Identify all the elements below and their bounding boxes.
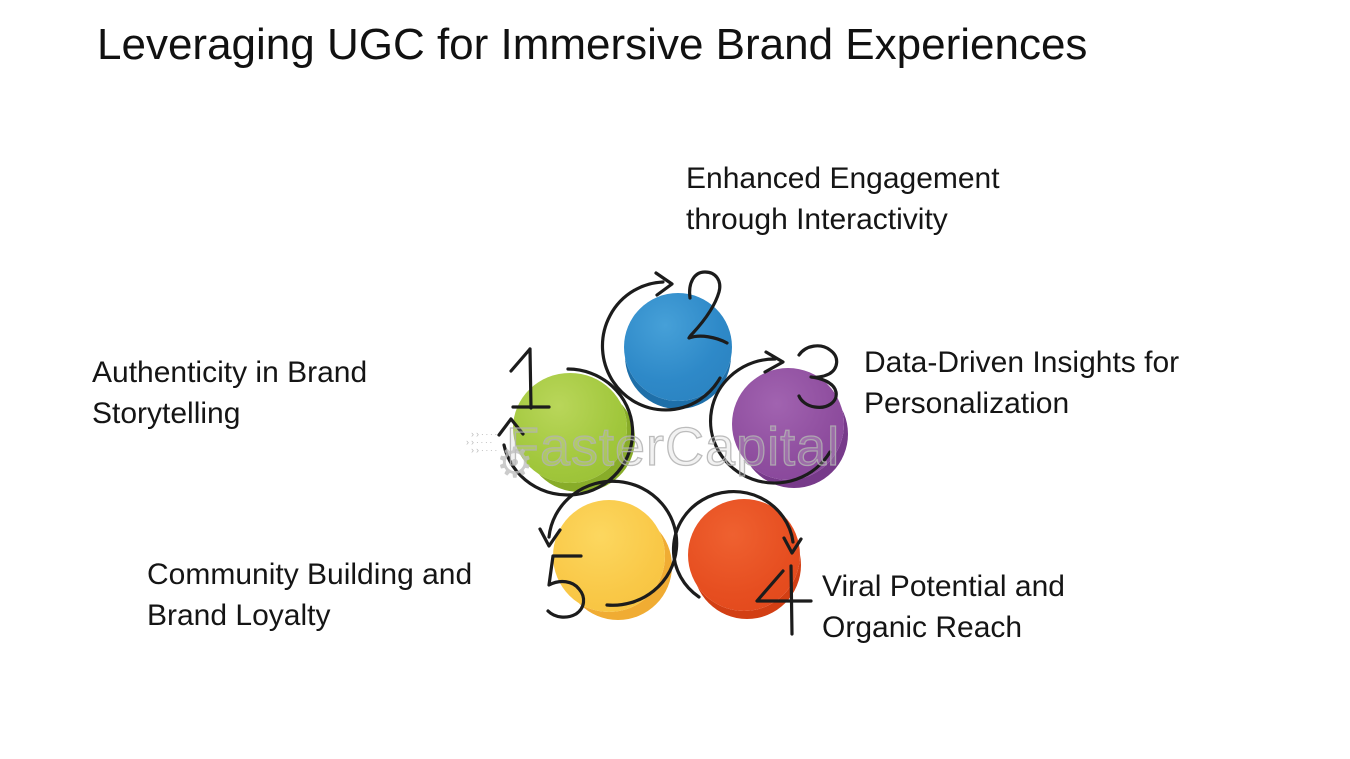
page-title: Leveraging UGC for Immersive Brand Exper… [97, 20, 1088, 69]
step-label-line: Community Building and [147, 558, 473, 591]
step-3-numeral-path [797, 344, 839, 409]
step-1-sketch [497, 347, 635, 497]
step-3-arrowhead [763, 350, 785, 374]
step-label-authenticity: Authenticity in Brand Storytelling [92, 352, 367, 434]
step-4-numeral-path [755, 564, 813, 636]
step-label-line: Data-Driven Insights for [864, 346, 1180, 379]
step-4-arrow-arc [671, 490, 795, 599]
step-2-arrow-arc [600, 280, 722, 412]
step-circle-viral [688, 499, 800, 611]
step-label-line: Authenticity in Brand [92, 356, 368, 389]
step-label-insights: Data-Driven Insights for Personalization [864, 342, 1179, 424]
step-label-viral: Viral Potential and Organic Reach [822, 566, 1065, 648]
step-5-numeral-path [546, 554, 586, 619]
step-1-arrow-arc [502, 367, 635, 497]
step-label-engagement: Enhanced Engagement through Interactivit… [686, 158, 1000, 240]
step-4-sketch [671, 490, 813, 636]
step-label-community: Community Building and Brand Loyalty [147, 554, 472, 636]
step-3-sketch [709, 344, 839, 485]
step-5-arrowhead [538, 527, 562, 548]
step-label-line: Organic Reach [822, 611, 1023, 644]
step-3-arrow-arc [709, 357, 832, 485]
step-circle-engagement [624, 293, 732, 401]
step-label-line: Personalization [864, 387, 1070, 420]
step-4-arrowhead [782, 536, 803, 555]
step-2-numeral-path [687, 270, 729, 345]
step-5-sketch [538, 479, 679, 619]
step-label-line: Viral Potential and [822, 570, 1065, 603]
step-2-sketch [600, 270, 729, 412]
step-label-line: Brand Loyalty [147, 599, 331, 632]
step-5-arrow-arc [547, 479, 679, 607]
step-label-line: through Interactivity [686, 203, 948, 236]
step-1-numeral-path [509, 347, 551, 410]
step-label-line: Storytelling [92, 397, 241, 430]
step-label-line: Enhanced Engagement [686, 162, 1000, 195]
step-2-arrowhead [654, 271, 674, 297]
step-1-arrowhead [497, 417, 525, 437]
